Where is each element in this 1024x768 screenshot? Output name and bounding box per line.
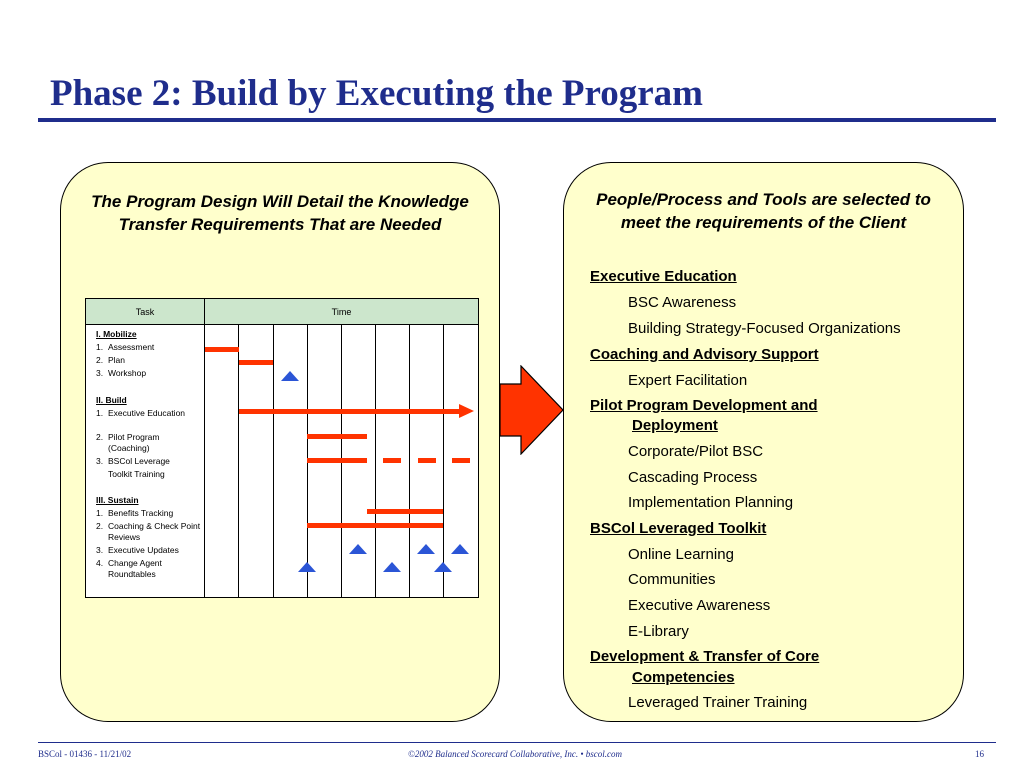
task-number: 2.: [96, 521, 104, 531]
milestone-roundtable-icon: [298, 562, 316, 572]
list-item: Communities: [628, 571, 716, 588]
bar-plan: [239, 360, 273, 365]
gantt-task-row: 1. Benefits Tracking: [96, 508, 204, 519]
footer-rule: [38, 742, 996, 743]
group-title-executive-education: Executive Education: [590, 268, 737, 285]
bar-arrowhead-icon: [459, 404, 474, 418]
list-item: Cascading Process: [628, 469, 758, 486]
list-item: Corporate/Pilot BSC: [628, 443, 764, 460]
gantt-task-row: 2. Plan: [96, 355, 204, 366]
right-arrow-icon: [499, 365, 564, 455]
task-label: Benefits Tracking: [108, 508, 174, 518]
bar-assessment: [205, 347, 239, 352]
gantt-task-row: 3. Workshop: [96, 368, 204, 379]
title-rule: [38, 118, 996, 122]
task-label: Plan: [108, 355, 126, 365]
task-number: 2.: [96, 432, 104, 442]
time-period-divider: [443, 325, 444, 597]
gantt-task-row: 3. BSCol Leverage: [96, 456, 204, 467]
group-title-core-competencies: Development & Transfer of Core: [590, 648, 820, 665]
gantt-task-column: I. Mobilize 1. Assessment 2. Plan 3. Worksh…: [86, 325, 205, 597]
list-item: Leveraged Trainer Training: [628, 694, 808, 711]
gantt-section-build: II. Build: [96, 395, 127, 405]
list-item: Building Strategy-Focused Organizations: [628, 320, 901, 337]
task-number: 2.: [96, 355, 104, 365]
task-label: BSCol Leverage: [108, 456, 170, 466]
bar-toolkit-training: [307, 458, 367, 463]
list-item: Executive Awareness: [628, 597, 771, 614]
gantt-chart: Task Time I. Mobilize 1. Assessment 2. Pla…: [85, 298, 479, 598]
gantt-task-row: 2. Pilot Program (Coaching): [96, 432, 204, 453]
task-number: 3.: [96, 368, 104, 378]
task-label: Assessment: [108, 342, 155, 352]
bar-executive-education: [239, 409, 461, 414]
footer-document-id: BSCol - 01436 - 11/21/02: [38, 749, 132, 759]
people-process-heading: People/Process and Tools are selected to…: [596, 190, 931, 232]
milestone-executive-update-icon: [349, 544, 367, 554]
task-label: Pilot Program (Coaching): [108, 432, 160, 453]
task-label: Executive Updates: [108, 545, 179, 555]
bar-pilot-program: [307, 434, 367, 439]
gantt-section-sustain: III. Sustain: [96, 495, 139, 505]
task-label: Toolkit Training: [108, 469, 165, 479]
gantt-task-row: Toolkit Training: [96, 469, 204, 480]
bar-toolkit-training-dash: [383, 458, 401, 463]
milestone-roundtable-icon: [383, 562, 401, 572]
gantt-section-mobilize: I. Mobilize: [96, 329, 137, 339]
task-number: 3.: [96, 545, 104, 555]
bar-benefits-tracking: [367, 509, 443, 514]
task-label: Coaching & Check Point Reviews: [108, 521, 201, 542]
list-item: BSC Awareness: [628, 294, 737, 311]
group-title-toolkit: BSCol Leveraged Toolkit: [590, 520, 767, 537]
task-label: Workshop: [108, 368, 147, 378]
bar-coaching-reviews: [307, 523, 443, 528]
milestone-executive-update-icon: [417, 544, 435, 554]
list-item: E-Library: [628, 623, 689, 640]
gantt-task-row: 4. Change Agent Roundtables: [96, 558, 204, 579]
group-title-coaching: Coaching and Advisory Support: [590, 346, 819, 363]
bar-toolkit-training-dash: [418, 458, 436, 463]
task-number: 1.: [96, 342, 104, 352]
task-number: [96, 469, 108, 480]
gantt-time-header: Time: [205, 299, 478, 325]
task-number: 4.: [96, 558, 104, 568]
list-item: Implementation Planning: [628, 494, 794, 511]
group-title-pilot-program: Pilot Program Development and: [590, 397, 818, 414]
people-process-panel: People/Process and Tools are selected to…: [563, 162, 964, 722]
program-design-heading: The Program Design Will Detail the Knowl…: [91, 192, 469, 234]
milestone-workshop-icon: [281, 371, 299, 381]
milestone-executive-update-icon: [451, 544, 469, 554]
task-number: 1.: [96, 408, 104, 418]
gantt-task-row: 3. Executive Updates: [96, 545, 204, 556]
footer-page-number: 16: [975, 749, 984, 759]
task-number: 3.: [96, 456, 104, 466]
list-item: Online Learning: [628, 546, 734, 563]
time-period-divider: [375, 325, 376, 597]
gantt-task-row: 2. Coaching & Check Point Reviews: [96, 521, 204, 542]
task-label: Change Agent Roundtables: [108, 558, 162, 579]
gantt-task-header: Task: [86, 299, 205, 325]
slide-title: Phase 2: Build by Executing the Program: [50, 73, 703, 114]
task-number: 1.: [96, 508, 104, 518]
bar-toolkit-training-dash: [452, 458, 470, 463]
time-period-divider: [409, 325, 410, 597]
group-title-pilot-program-cont: Deployment: [632, 417, 718, 434]
time-period-divider: [273, 325, 274, 597]
time-period-divider: [238, 325, 239, 597]
footer-copyright: ©2002 Balanced Scorecard Collaborative, …: [407, 749, 623, 759]
gantt-task-row: 1. Executive Education: [96, 408, 204, 419]
milestone-roundtable-icon: [434, 562, 452, 572]
group-title-core-competencies-cont: Competencies: [632, 669, 735, 686]
gantt-task-row: 1. Assessment: [96, 342, 204, 353]
task-label: Executive Education: [108, 408, 186, 418]
list-item: Expert Facilitation: [628, 372, 748, 389]
